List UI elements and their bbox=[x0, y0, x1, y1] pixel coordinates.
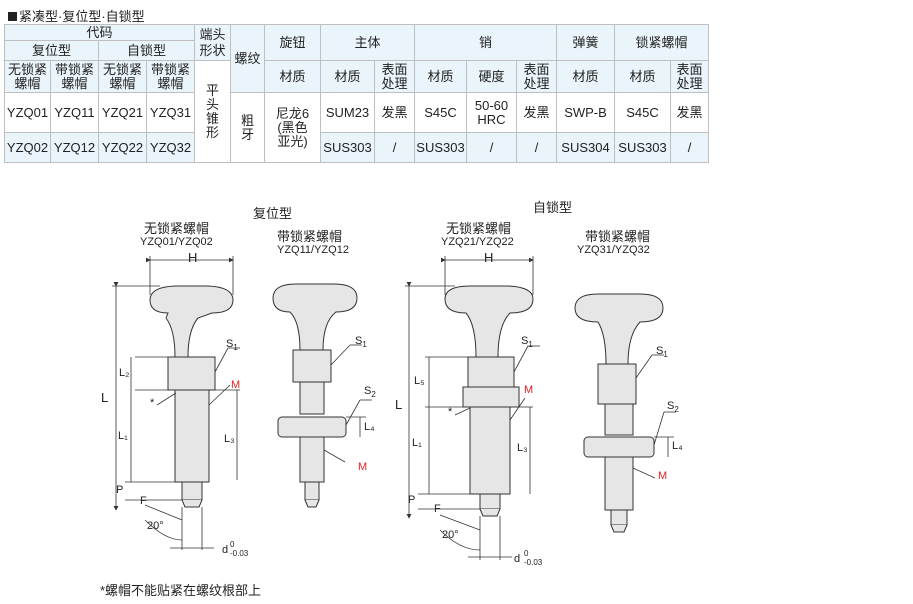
table-cell: YZQ21 bbox=[98, 92, 147, 133]
dim-p: P bbox=[116, 484, 124, 496]
fig2-codes: YZQ11/YZQ12 bbox=[277, 244, 349, 256]
dim-d-tol-bottom: -0.03 bbox=[524, 558, 543, 567]
table-cell: / bbox=[466, 132, 517, 163]
dim-l: L bbox=[395, 397, 403, 412]
table-cell: S45C bbox=[414, 92, 467, 133]
table-cell: YZQ01 bbox=[4, 92, 51, 133]
dim-f: F bbox=[140, 495, 147, 507]
fig4-codes: YZQ31/YZQ32 bbox=[577, 244, 650, 256]
dim-d: d bbox=[514, 553, 521, 565]
dim-s2: S2 bbox=[364, 385, 376, 400]
lock-type-title: 自锁型 bbox=[533, 200, 573, 215]
dim-angle: 20° bbox=[147, 520, 164, 532]
dim-l3: L₃ bbox=[517, 442, 528, 454]
thread-value: 粗 牙 bbox=[230, 92, 265, 163]
table-cell: SUS304 bbox=[556, 132, 615, 163]
fig1-codes: YZQ01/YZQ02 bbox=[140, 236, 213, 248]
table-cell: SUS303 bbox=[614, 132, 671, 163]
footnote: *螺帽不能贴紧在螺纹根部上 bbox=[100, 583, 262, 598]
dim-s1: S1 bbox=[521, 335, 533, 350]
dim-d: d bbox=[222, 544, 229, 556]
dim-l2: L₂ bbox=[119, 367, 130, 379]
dim-l: L bbox=[101, 390, 109, 405]
dim-l4: L₄ bbox=[364, 421, 375, 433]
dim-angle: 20° bbox=[442, 529, 459, 541]
fig2-pin bbox=[272, 283, 358, 508]
dim-p: P bbox=[408, 494, 416, 506]
fig4-pin bbox=[574, 293, 664, 533]
knob-material-header: 材质 bbox=[264, 60, 321, 93]
dim-l3: L₃ bbox=[224, 433, 235, 445]
table-cell: SUS303 bbox=[414, 132, 467, 163]
table-cell: SUM23 bbox=[320, 92, 375, 133]
nut-surface-header: 表面 处理 bbox=[670, 60, 709, 93]
dim-s1: S1 bbox=[355, 335, 367, 350]
fig3-codes: YZQ21/YZQ22 bbox=[441, 236, 514, 248]
fig2-name: 带锁紧螺帽 bbox=[277, 229, 343, 244]
table-cell: SUS303 bbox=[320, 132, 375, 163]
reset-type-header: 复位型 bbox=[4, 40, 99, 61]
table-cell: 发黑 bbox=[670, 92, 709, 133]
table-cell: YZQ22 bbox=[98, 132, 147, 163]
dim-l1: L₁ bbox=[412, 437, 422, 449]
body-surface-header: 表面 处理 bbox=[374, 60, 415, 93]
dim-s1: S1 bbox=[226, 338, 238, 353]
fig1-pin bbox=[149, 285, 234, 508]
dim-s1: S1 bbox=[656, 345, 668, 360]
dim-d-tol-top: 0 bbox=[524, 549, 529, 558]
fig4-name: 带锁紧螺帽 bbox=[585, 229, 651, 244]
pin-hardness-header: 硬度 bbox=[466, 60, 517, 93]
no-nut-header: 无锁紧 螺帽 bbox=[4, 60, 51, 93]
reset-type-title: 复位型 bbox=[253, 206, 293, 221]
fig3-name: 无锁紧螺帽 bbox=[446, 221, 512, 236]
pin-header: 销 bbox=[414, 24, 557, 61]
dim-d-tol-top: 0 bbox=[230, 540, 235, 549]
dim-m: M bbox=[658, 470, 668, 482]
table-cell: SWP-B bbox=[556, 92, 615, 133]
table-cell: YZQ32 bbox=[146, 132, 195, 163]
spring-material-header: 材质 bbox=[556, 60, 615, 93]
with-nut-header: 带锁紧 螺帽 bbox=[146, 60, 195, 93]
fig3-pin bbox=[444, 285, 534, 517]
dim-l5: L₅ bbox=[414, 375, 425, 387]
dim-l1: L₁ bbox=[118, 430, 128, 442]
pin-material-header: 材质 bbox=[414, 60, 467, 93]
star-mark: * bbox=[150, 397, 155, 409]
nut-material-header: 材质 bbox=[614, 60, 671, 93]
table-cell: YZQ11 bbox=[50, 92, 99, 133]
dim-f: F bbox=[434, 503, 441, 515]
dim-m: M bbox=[358, 461, 368, 473]
tip-shape-header: 端头 形状 bbox=[194, 24, 231, 61]
tip-shape-value: 平 头 锥 形 bbox=[194, 60, 231, 163]
body-material-header: 材质 bbox=[320, 60, 375, 93]
dim-h: H bbox=[188, 250, 198, 265]
locknut-header: 锁紧螺帽 bbox=[614, 24, 709, 61]
table-cell: YZQ02 bbox=[4, 132, 51, 163]
dim-s2: S2 bbox=[667, 400, 679, 415]
page-title: 紧凑型·复位型·自锁型 bbox=[8, 6, 145, 25]
with-nut-header: 带锁紧 螺帽 bbox=[50, 60, 99, 93]
dim-d-tol-bottom: -0.03 bbox=[230, 549, 249, 558]
table-cell: / bbox=[516, 132, 557, 163]
pin-surface-header: 表面 处理 bbox=[516, 60, 557, 93]
table-cell: 50-60 HRC bbox=[466, 92, 517, 133]
table-cell: / bbox=[670, 132, 709, 163]
dim-m: M bbox=[231, 379, 241, 391]
dim-h: H bbox=[484, 250, 494, 265]
no-nut-header: 无锁紧 螺帽 bbox=[98, 60, 147, 93]
lock-type-header: 自锁型 bbox=[98, 40, 195, 61]
knob-header: 旋钮 bbox=[264, 24, 321, 61]
table-cell: YZQ31 bbox=[146, 92, 195, 133]
spec-table: 代码 端头 形状 螺纹 旋钮 主体 销 弹簧 锁紧螺帽 复位型 自锁型 无锁紧 … bbox=[4, 24, 709, 163]
knob-value: 尼龙6 (黑色 亚光) bbox=[264, 92, 321, 163]
star-mark: * bbox=[448, 406, 453, 418]
fig1-name: 无锁紧螺帽 bbox=[144, 221, 210, 236]
table-cell: 发黑 bbox=[374, 92, 415, 133]
dim-m: M bbox=[524, 384, 534, 396]
dim-l4: L₄ bbox=[672, 440, 683, 452]
spring-header: 弹簧 bbox=[556, 24, 615, 61]
